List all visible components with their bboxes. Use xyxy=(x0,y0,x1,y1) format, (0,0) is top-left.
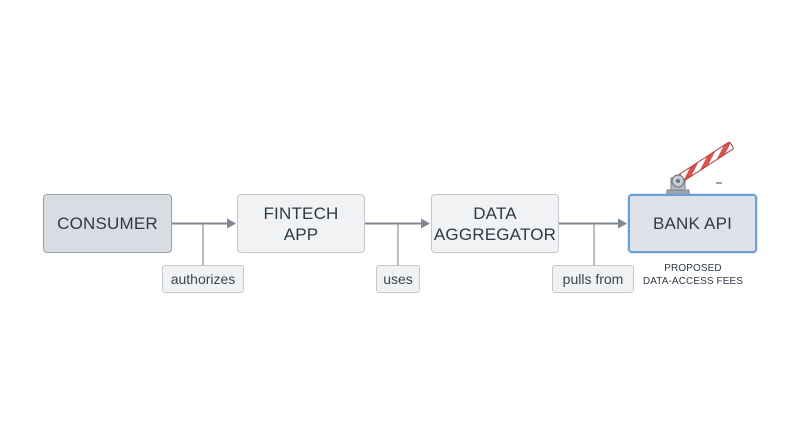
node-data-aggregator: DATA AGGREGATOR xyxy=(431,194,559,253)
edge-label-pulls-from: pulls from xyxy=(552,265,634,293)
barrier-gate-icon xyxy=(666,141,734,196)
node-data-aggregator-label: DATA AGGREGATOR xyxy=(433,203,557,244)
node-bank-api-label: BANK API xyxy=(652,214,733,233)
node-consumer: CONSUMER xyxy=(43,194,172,253)
node-consumer-label: CONSUMER xyxy=(57,214,158,233)
edge-label-uses: uses xyxy=(376,265,420,293)
edge-label-authorizes: authorizes xyxy=(162,265,244,293)
bank-api-fee-note: PROPOSED DATA-ACCESS FEES xyxy=(642,263,744,287)
node-fintech-app-label: FINTECH APP xyxy=(263,203,339,244)
node-fintech-app: FINTECH APP xyxy=(237,194,365,253)
node-bank-api: BANK API xyxy=(628,194,757,253)
